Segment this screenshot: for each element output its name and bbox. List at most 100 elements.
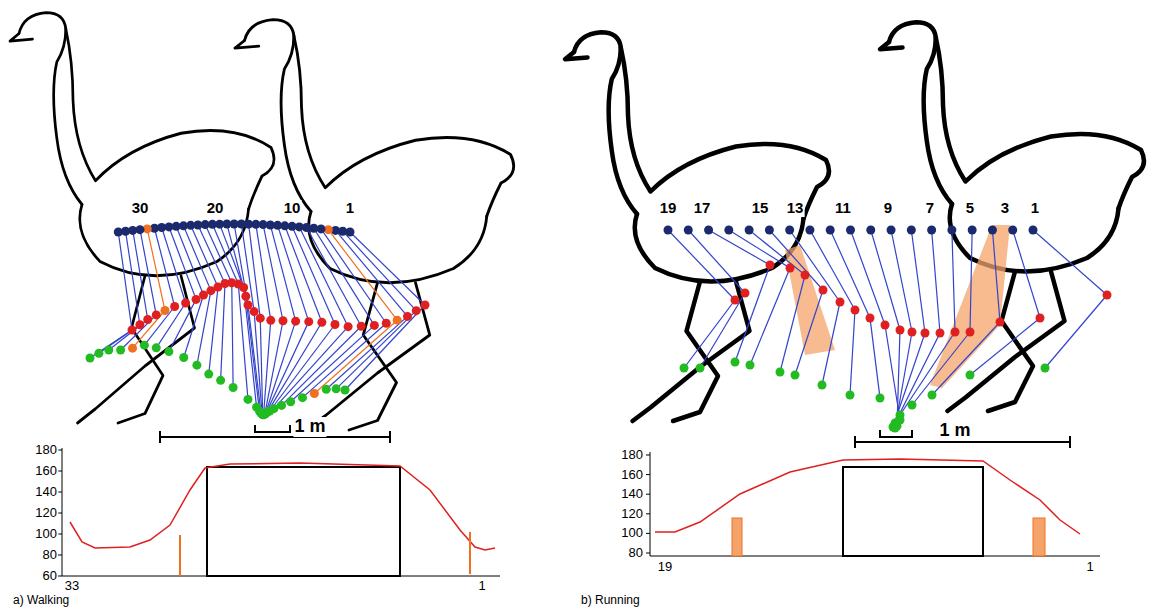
limb-segment (780, 275, 805, 372)
frame-number: 9 (883, 200, 893, 217)
limb-segment (912, 332, 970, 405)
limb-segment (274, 327, 348, 409)
scale-label: 1 m (293, 417, 326, 437)
shaded-sector (930, 225, 1010, 388)
limb-segment (952, 230, 955, 332)
limb-segment (162, 228, 186, 303)
joint-marker (866, 226, 875, 235)
limb-segment (256, 224, 271, 320)
joint-marker (818, 381, 827, 390)
frame-axis-label: 19 (657, 560, 673, 574)
axis-tick-label: 120 (34, 506, 58, 520)
limb-segment (232, 283, 233, 388)
limb-segment (270, 225, 295, 321)
ostrich-outline (10, 13, 274, 423)
limb-segment (144, 307, 174, 346)
joint-marker (801, 271, 810, 280)
joint-marker (304, 317, 313, 326)
axis-tick-label: 100 (620, 526, 644, 540)
limb-segment (133, 311, 166, 349)
frame-number: 20 (206, 200, 225, 217)
limb-segment (350, 232, 425, 305)
joint-marker (908, 401, 917, 410)
axis-ticks (646, 455, 650, 553)
limb-segment (282, 326, 362, 405)
joint-marker (745, 226, 754, 235)
limb-segment (1033, 230, 1107, 295)
frame-number: 1 (1030, 200, 1040, 217)
scale-label: 1 m (938, 421, 971, 441)
joint-marker (1041, 364, 1050, 373)
joint-marker (192, 361, 201, 370)
limb-segment (321, 229, 386, 323)
joint-marker (988, 226, 997, 235)
frame-axis-label: 1 (1085, 560, 1094, 574)
frame-number: 15 (751, 200, 770, 217)
axis-tick-label: 160 (620, 467, 644, 481)
limb-segment (970, 230, 972, 332)
joint-marker (331, 320, 340, 329)
limb-segment (893, 333, 925, 427)
limb-segment (684, 300, 735, 368)
limb-segment (118, 232, 132, 330)
frame-number: 19 (659, 200, 678, 217)
joint-marker (128, 326, 137, 335)
limb-segment (822, 302, 840, 385)
limb-segment (140, 230, 156, 315)
chart-axis (62, 448, 500, 576)
limb-segment (121, 315, 157, 350)
joint-marker (152, 310, 161, 319)
joint-marker (252, 403, 261, 412)
joint-marker (291, 317, 300, 326)
joint-marker (322, 385, 331, 394)
joint-marker (241, 292, 250, 301)
axis-tick-label: 140 (34, 485, 58, 499)
joint-marker (344, 322, 353, 331)
orange-marker (180, 532, 470, 576)
limb-segment (790, 230, 840, 302)
panel-caption: a) Walking (12, 594, 70, 607)
joint-marker (724, 226, 733, 235)
limb-segment (220, 224, 244, 287)
limb-segment (147, 229, 165, 311)
joint-marker (664, 226, 673, 235)
joint-marker (936, 329, 945, 338)
joint-marker (164, 347, 173, 356)
limb-segment (870, 318, 880, 398)
limb-segment (895, 332, 912, 428)
joint-marker (887, 226, 896, 235)
limb-segment (264, 320, 271, 414)
joint-marker (94, 349, 103, 358)
frame-number: 30 (131, 200, 150, 217)
limb-segment (992, 230, 1000, 322)
limb-segment (266, 322, 309, 413)
limb-segment (688, 230, 745, 293)
orange-marker (1033, 518, 1045, 556)
joint-marker (403, 312, 412, 321)
frame-number: 17 (693, 200, 712, 217)
scale-bracket (880, 430, 912, 437)
limb-segment (241, 224, 254, 312)
limb-segment (810, 230, 855, 310)
joint-marker (928, 391, 937, 400)
joint-marker (947, 226, 956, 235)
joint-marker (966, 328, 975, 337)
limb-segment (133, 230, 148, 319)
joint-marker (785, 226, 794, 235)
axis-ticks (58, 450, 62, 576)
joint-marker (731, 358, 740, 367)
axis-tick-label: 80 (628, 546, 644, 560)
limb-segment (749, 230, 805, 275)
axis-tick-label: 120 (620, 507, 644, 521)
joint-marker (279, 316, 288, 325)
joint-marker (876, 394, 885, 403)
joint-marker (250, 307, 259, 316)
joint-marker (357, 322, 366, 331)
joint-marker (765, 226, 774, 235)
limb-segment (126, 231, 140, 325)
joint-marker (86, 354, 95, 363)
limb-segment (668, 230, 735, 300)
joint-marker (907, 226, 916, 235)
joint-marker (370, 321, 379, 330)
joint-marker (161, 306, 170, 315)
